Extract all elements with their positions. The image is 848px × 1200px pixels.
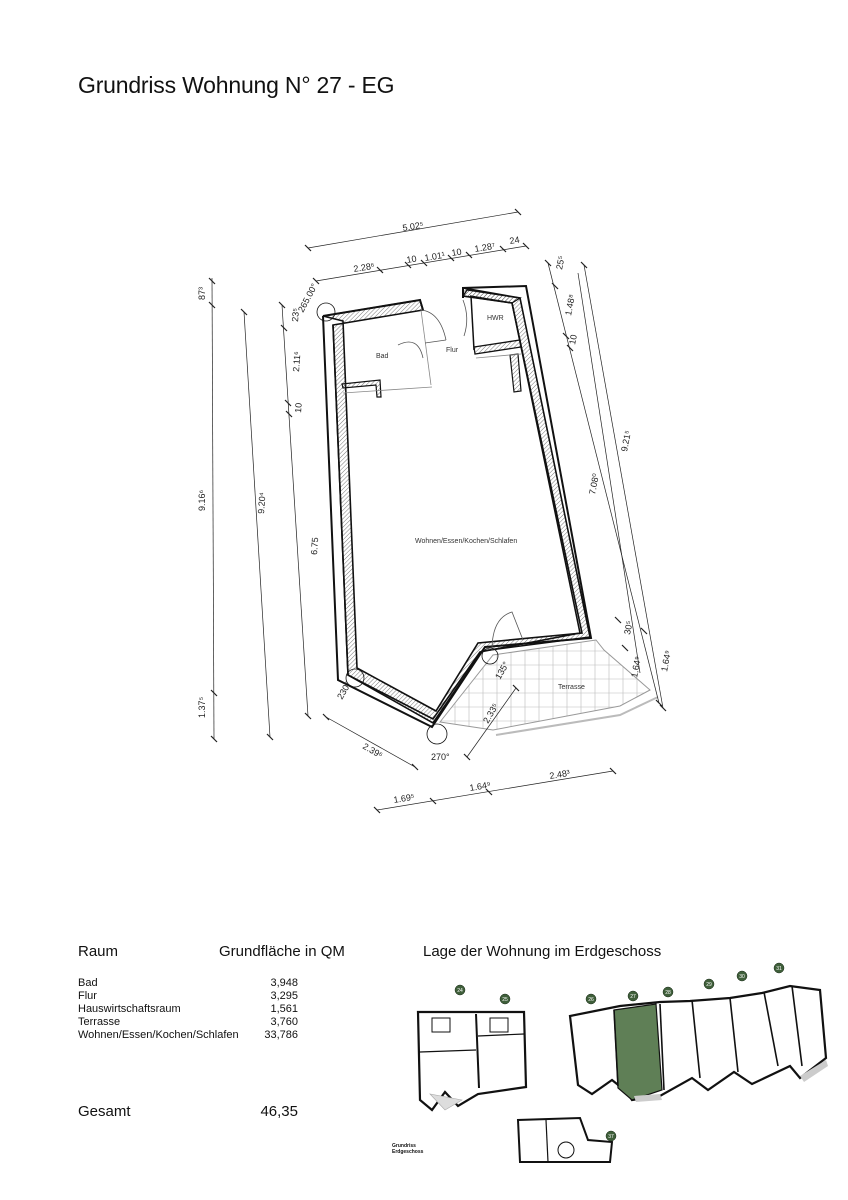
dim-right-total-top: 9.21⁵ [619,429,633,452]
room-label-terrasse: Terrasse [558,684,585,691]
table-row: Bad 3,948 [78,977,298,990]
caption-line: Erdgeschoss [392,1149,424,1155]
angle-bottom: 270° [431,752,450,762]
table-row: Hauswirtschaftsraum 1,561 [78,1003,298,1016]
table-header-room: Raum [78,943,119,960]
page-title: Grundriss Wohnung N° 27 - EG [78,72,395,98]
dim-top-b: 10 [406,254,417,265]
dim-left-inner-d: 6.75 [309,537,320,555]
unit-number: 31 [776,966,782,972]
location-header: Lage der Wohnung im Erdgeschoss [423,943,662,960]
table-header-area: Grundfläche in QM [219,943,345,960]
dim-left-outer-main: 9.16⁶ [197,489,207,511]
dim-left-mid-total: 9.20⁴ [256,492,267,514]
dim-top-a: 2.28⁶ [353,261,376,274]
dim-left-inner-a: 23⁵ [290,307,301,322]
outer-wall-line [322,284,593,729]
row-name: Wohnen/Essen/Kochen/Schlafen [78,1029,239,1041]
row-name: Bad [78,977,98,989]
dim-bottom-a: 1.69⁵ [393,792,416,805]
row-value: 33,786 [264,1029,298,1041]
table-row: Wohnen/Essen/Kochen/Schlafen 33,786 [78,1029,298,1042]
caption-line: Grundriss [392,1143,416,1149]
dim-bottom-c: 2.48³ [549,768,571,781]
total-value: 46,35 [260,1103,298,1120]
highlighted-unit [613,1003,663,1101]
door-swing-bad [397,341,424,359]
dim-right-d: 7.08⁰ [587,472,601,495]
apartment-walls [322,287,591,725]
unit-marker [499,993,511,1005]
unit-marker [736,970,748,982]
row-name: Terrasse [78,1016,121,1028]
angle-marker [426,723,448,745]
room-label-wohnen: Wohnen/Essen/Kochen/Schlafen [415,538,517,545]
hwr-partition [509,353,522,393]
unit-marker [454,984,466,996]
unit-number: 24 [457,988,463,994]
total-label: Gesamt [78,1103,131,1120]
room-label-bad: Bad [376,353,389,360]
unit-marker [605,1130,617,1142]
unit-number: 27 [630,994,636,1000]
room-label-hwr: HWR [487,315,504,322]
angle-marker [481,647,499,665]
unit-number: 28 [665,990,671,996]
dim-top-e: 1.28⁷ [474,241,496,254]
area-table: Bad 3,948 Flur 3,295 Hauswirtschaftsraum… [78,977,298,1042]
dim-top-d: 10 [451,247,462,258]
door-swing-flur [420,309,447,341]
dimension-ticks [208,208,667,814]
unit-marker [627,990,639,1002]
table-row: Terrasse 3,760 [78,1016,298,1029]
row-name: Flur [78,990,97,1002]
room-label-flur: Flur [446,347,459,354]
unit-number: 26 [588,997,594,1003]
dim-right-b: 1.48⁸ [563,293,577,316]
unit-number: 29 [706,982,712,988]
dim-left-outer-bottom: 1.37⁵ [197,696,207,718]
dim-right-e: 30⁵ [622,620,634,636]
total-row: Gesamt 46,35 [78,1103,298,1120]
unit-number: 25 [502,997,508,1003]
site-plan-caption: Grundriss Erdgeschoss [392,1143,423,1155]
door-swing-entry [491,611,524,651]
table-row: Flur 3,295 [78,990,298,1003]
row-value: 3,760 [270,1016,298,1028]
dim-right-total-bottom: 1.64⁹ [659,649,673,672]
row-name: Hauswirtschaftsraum [78,1003,181,1015]
outer-wall-line [322,298,424,317]
dim-right-c: 10 [567,334,579,346]
angle-left: 230° [335,680,353,701]
dim-right-f: 1.64⁹ [629,655,643,678]
dim-left-inner-c: 10 [293,402,304,413]
door-swing-hwr [462,299,468,337]
row-value: 3,295 [270,990,298,1002]
terrace-area [439,639,651,731]
unit-number: 37 [608,1134,614,1140]
dim-top-total: 5.02⁵ [402,220,425,233]
angle-marker [345,668,365,688]
dimension-lines [211,211,664,811]
dim-left-inner-b: 2.11⁶ [291,351,302,372]
angle-marker [316,302,336,322]
dim-bottom-b: 1.64⁹ [469,780,492,793]
unit-marker [585,993,597,1005]
dim-top-c: 1.01¹ [424,250,446,263]
unit-marker [773,962,785,974]
bad-walls [341,379,382,398]
unit-marker [703,978,715,990]
location-site-plan: 24 25 26 27 28 29 30 31 37 [416,962,828,1163]
unit-number: 30 [739,974,745,980]
hwr-walls [461,289,522,355]
dim-top-f: 24 [509,235,520,246]
row-value: 3,948 [270,977,298,989]
row-value: 1,561 [270,1003,298,1015]
terrace-border [495,696,659,736]
unit-marker [662,986,674,998]
dim-right-a: 25⁵ [554,255,566,271]
dim-left-outer-top: 87³ [197,287,207,300]
dim-diag-left: 2.39⁶ [361,741,385,760]
